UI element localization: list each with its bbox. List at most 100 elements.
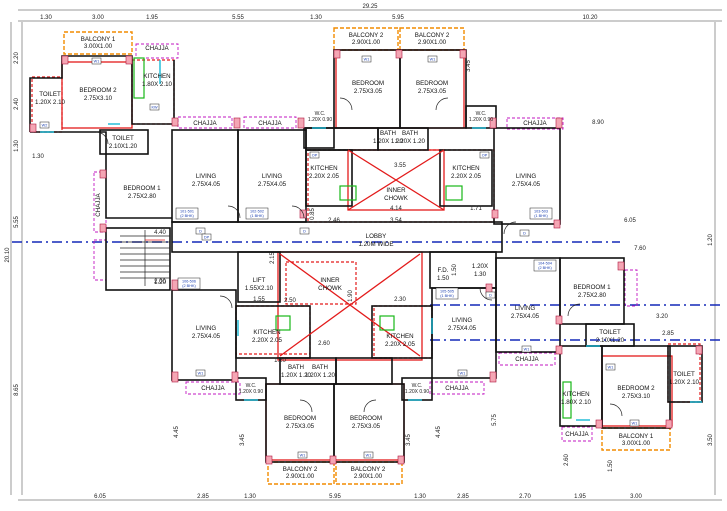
overall-width-dim: 29.25: [362, 4, 378, 10]
bedroom-b1-name: BEDROOM: [284, 415, 316, 422]
kitchen-mr-name: KITCHEN: [386, 333, 413, 340]
bedroom2-r-size: 2.75X3.10: [622, 393, 651, 400]
wc-b2-size: 1.20X 0.90: [405, 389, 429, 395]
inner-chowk-t-name: INNER: [386, 187, 406, 194]
right-dim-4: 7.60: [634, 246, 646, 252]
tag-w1: W2: [42, 124, 48, 128]
bedroom2-r-name: BEDROOM 2: [617, 385, 655, 392]
bedroom-b1-size: 2.75X3.05: [286, 423, 315, 430]
flat-505-type: (1 BHK): [440, 294, 454, 298]
living-mr-size: 2.75X4.05: [448, 325, 477, 332]
bedroom1-r-name: BEDROOM 1: [573, 284, 611, 291]
lobby-name: LOBBY: [366, 233, 387, 240]
flat-506-no: 106-506: [182, 280, 196, 284]
toilet-r-size: 2.10X1.20: [596, 337, 625, 344]
bedroom-t2-name: BEDROOM: [416, 80, 448, 87]
tag-w-r: W1: [524, 348, 530, 352]
door-swings: [95, 97, 623, 417]
tag-d1: D: [199, 230, 202, 234]
wc-t-name: W.C.: [315, 111, 326, 117]
lift-name: LIFT: [253, 277, 266, 284]
tag-w-ml: W1: [198, 372, 204, 376]
left-dim-1: 2.20: [14, 52, 20, 64]
bedroom-b2-name: BEDROOM: [350, 415, 382, 422]
bottom-dim-5: 1.30: [414, 494, 426, 500]
lobby-size: 1.20M WIDE: [358, 241, 393, 248]
flat-502-no: 102-502: [250, 210, 264, 214]
toilet-tl-size: 1.20X 2.10: [35, 99, 65, 106]
bath-b2-name: BATH: [312, 364, 328, 371]
kitchen-t1-size: 2.20X 2.05: [309, 173, 339, 180]
balcony2-b2-size: 2.90X1.00: [354, 473, 383, 480]
bath-t1-size: 1.20X 1.20: [373, 138, 403, 145]
door-window-tags: W1 KW W2 W1 W1 OP OP D DP D D D W1 W1 W1…: [39, 55, 640, 459]
staircase: 1.20: [120, 230, 170, 286]
chajja-t2: CHAJJA: [258, 120, 282, 127]
bottom-dim-2: 2.85: [197, 494, 209, 500]
inner-dim-14: 5.75: [492, 414, 498, 426]
inner-dim-18: 2.00: [154, 279, 166, 285]
inner-dim-2: 3.54: [390, 218, 402, 224]
tag-w-rt: W1: [608, 366, 614, 370]
inner-dim-16: 4.45: [436, 426, 442, 438]
bottom-dim-4: 5.95: [329, 494, 341, 500]
top-dim-3: 1.95: [146, 15, 158, 21]
wc-t2-name: W.C.: [476, 111, 487, 117]
tag-op2: OP: [482, 154, 488, 158]
tag-kw: KW: [151, 106, 158, 110]
flat-503-no: 103-503: [534, 210, 548, 214]
toilet-tl2-name: TOILET: [112, 135, 134, 142]
tag-w-rb: W1: [632, 422, 638, 426]
tag-w-bb2: W1: [366, 454, 372, 458]
living-ml-name: LIVING: [196, 325, 216, 332]
right-dim-6: 3.20: [656, 314, 668, 320]
inner-dim-9: 2.60: [318, 341, 330, 347]
wc-t2-size: 1.20X 0.90: [469, 117, 493, 123]
dimension-lines: 29.25 1.30 3.00 1.95 5.55 1.30 5.95 10.2…: [5, 4, 722, 501]
kitchen-mr-size: 2.20X 2.05: [385, 341, 415, 348]
kitchen-tl-name: KITCHEN: [143, 73, 170, 80]
kitchen-platforms: [133, 57, 572, 419]
wc-t-size: 1.20X 0.90: [308, 117, 332, 123]
living-mr-name: LIVING: [452, 317, 472, 324]
tag-d3: D: [523, 232, 526, 236]
balcony2-b1-size: 2.90X1.00: [286, 473, 315, 480]
kitchen-t1-name: KITCHEN: [310, 165, 337, 172]
inner-dimensions: 4.14 3.54 2.46 3.55 2.15 2.50 1.55 2.30 …: [32, 154, 614, 472]
bath-b1-name: BATH: [288, 364, 304, 371]
toilet-r2-name: TOILET: [673, 371, 695, 378]
fd-size: 1.50: [437, 275, 450, 282]
left-dim-4: 5.55: [14, 216, 20, 228]
toilet-tl2-size: 2.10X1.20: [109, 143, 138, 150]
lift-size: 1.55X2.10: [245, 285, 274, 292]
top-dim-1: 1.30: [40, 15, 52, 21]
balcony1-tl-name: BALCONY 1: [81, 36, 116, 43]
inner-dim-24: 0.85: [310, 208, 316, 220]
living-tl2-name: LIVING: [262, 173, 282, 180]
wc-b1-name: W.C.: [246, 383, 257, 389]
kitchen-ml-name: KITCHEN: [253, 329, 280, 336]
inner-dim-7: 1.55: [253, 297, 265, 303]
living-ml-size: 2.75X4.05: [192, 333, 221, 340]
bedroom1-tl-size: 2.75X2.80: [128, 193, 157, 200]
inner-dim-8: 2.30: [394, 297, 406, 303]
bedroom-t2-size: 2.75X3.05: [418, 88, 447, 95]
top-dim-6: 5.95: [392, 15, 404, 21]
stair-width-label: 1.20: [154, 279, 167, 286]
overall-height-dim: 20.10: [5, 247, 11, 263]
bedroom1-tl-name: BEDROOM 1: [123, 185, 161, 192]
kitchen-r-name: KITCHEN: [562, 391, 589, 398]
balcony2-b1-name: BALCONY 2: [283, 466, 318, 473]
flat-505-no: 105-505: [440, 290, 454, 294]
top-dim-2: 3.00: [92, 15, 104, 21]
inner-chowk-m-name: INNER: [320, 277, 340, 284]
inner-dim-1: 4.14: [390, 206, 402, 212]
inner-dim-22: 1.50: [452, 264, 458, 276]
tag-d4: D: [489, 294, 492, 298]
bath-t1-name: BATH: [380, 130, 396, 137]
bedroom-t1-size: 2.75X3.05: [354, 88, 383, 95]
inner-dim-12: 1.50: [608, 460, 614, 472]
inner-dim-6: 2.50: [284, 298, 296, 304]
right-dim-7: 2.85: [662, 331, 674, 337]
